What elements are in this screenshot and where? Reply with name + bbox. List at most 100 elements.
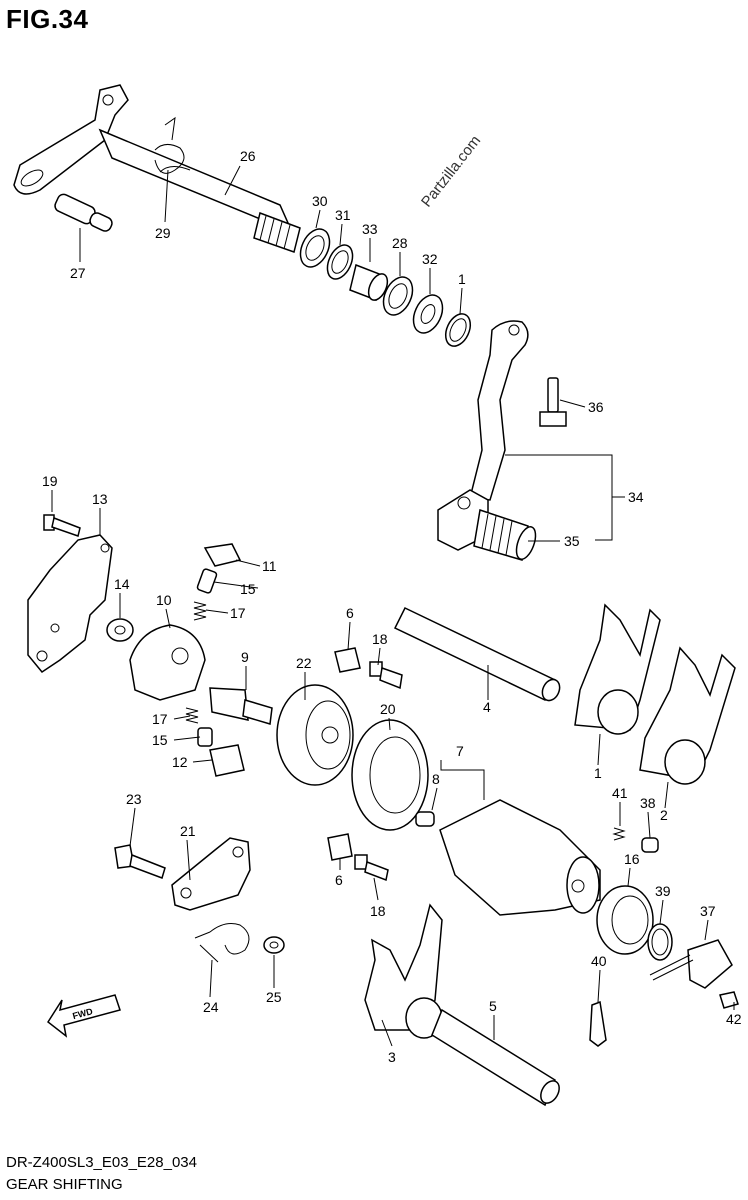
part-28-oil-seal [382,276,414,316]
callout-6-lower: 6 [335,872,343,888]
callout-17-lower: 17 [152,711,168,727]
callout-3: 3 [388,1049,396,1065]
part-12-pawl-lower [209,744,245,777]
callout-29: 29 [155,225,171,241]
callout-15-upper: 15 [240,581,256,597]
callout-36: 36 [588,399,604,415]
part-24-return-spring [194,923,250,963]
callout-10: 10 [156,592,172,608]
section-title: GEAR SHIFTING [6,1176,123,1193]
callout-39: 39 [655,883,671,899]
part-9-cam-stopper-shaft [209,687,273,725]
part-17-spring-upper [193,601,207,621]
part-19-bolt [43,514,81,537]
callout-38: 38 [640,795,656,811]
part-17-spring-lower [185,707,199,724]
part-35-footrest-rubber [473,509,537,561]
part-38-pin [641,837,659,853]
callout-30: 30 [312,193,328,209]
part-23-bolt [114,844,166,879]
part-26-gearshift-shaft [13,84,301,253]
part-31-circlip [326,244,354,280]
part-18-screw-upper [369,661,403,690]
part-10-stopper [129,624,206,701]
callout-18-upper: 18 [372,631,388,647]
callout-8: 8 [432,771,440,787]
fwd-arrow-icon: FWD [47,994,121,1038]
callout-42: 42 [726,1011,742,1027]
part-42-screw [719,991,739,1009]
callout-18-lower: 18 [370,903,386,919]
part-27-bolt [54,193,113,232]
part-39-o-ring [647,923,673,961]
part-5-fork-shaft [431,1008,560,1107]
part-6-plate-lower [327,833,353,861]
part-1-shift-fork [574,603,661,735]
part-15-pin-lower [197,727,213,747]
part-32-washer [412,294,444,334]
callout-17-upper: 17 [230,605,246,621]
callout-7: 7 [456,743,464,759]
callout-24: 24 [203,999,219,1015]
callout-14: 14 [114,576,130,592]
model-code: DR-Z400SL3_E03_E28_034 [6,1154,197,1171]
figure-title: FIG.34 [6,4,89,34]
leader-lines [51,165,735,1047]
callout-15-lower: 15 [152,732,168,748]
callout-1-lower: 1 [594,765,602,781]
part-40-clamp [589,1000,607,1047]
callout-35: 35 [564,533,580,549]
part-29-spring [154,116,191,174]
callout-32: 32 [422,251,438,267]
part-8-pin [415,811,435,827]
part-1-circlip-upper [444,313,472,347]
part-33-bearing [349,263,389,302]
part-3-shift-fork [364,903,443,1039]
part-2-shift-fork [639,646,736,785]
callout-27: 27 [70,265,86,281]
part-18-screw-lower [354,854,389,882]
callout-34: 34 [628,489,644,505]
callout-31: 31 [335,207,351,223]
callout-37: 37 [700,903,716,919]
callout-20: 20 [380,701,396,717]
part-14-collar [106,618,134,642]
callout-41: 41 [612,785,628,801]
part-13-stopper-plate [27,534,113,674]
callout-21: 21 [180,823,196,839]
callout-5: 5 [489,998,497,1014]
callout-2: 2 [660,807,668,823]
callout-1-upper: 1 [458,271,466,287]
part-22-gearshift-cam-plate [276,684,354,786]
callout-22: 22 [296,655,312,671]
callout-labels: 26 29 27 30 31 33 28 32 1 36 34 35 19 13… [42,148,742,1065]
callout-16: 16 [624,851,640,867]
part-36-bolt [539,377,567,427]
part-21-gearshift-arm [171,837,251,911]
callout-28: 28 [392,235,408,251]
part-6-plate-upper [334,647,361,673]
part-41-spring [612,827,626,841]
part-20-bearing [351,719,429,831]
callout-33: 33 [362,221,378,237]
part-4-fork-shaft [393,607,561,702]
part-25-washer [263,936,285,954]
part-30-washer [299,228,331,268]
part-7-gearshift-cam [439,799,601,916]
callout-26: 26 [240,148,256,164]
callout-4: 4 [483,699,491,715]
part-11-pawl [203,543,242,567]
part-16-bearing [596,885,654,955]
callout-23: 23 [126,791,142,807]
callout-9: 9 [241,649,249,665]
callout-25: 25 [266,989,282,1005]
part-15-pin-upper [196,568,218,594]
part-37-neutral-switch [649,939,733,989]
callout-40: 40 [591,953,607,969]
callout-6-upper: 6 [346,605,354,621]
callout-12: 12 [172,754,188,770]
callout-13: 13 [92,491,108,507]
callout-19: 19 [42,473,58,489]
callout-11: 11 [262,558,277,574]
